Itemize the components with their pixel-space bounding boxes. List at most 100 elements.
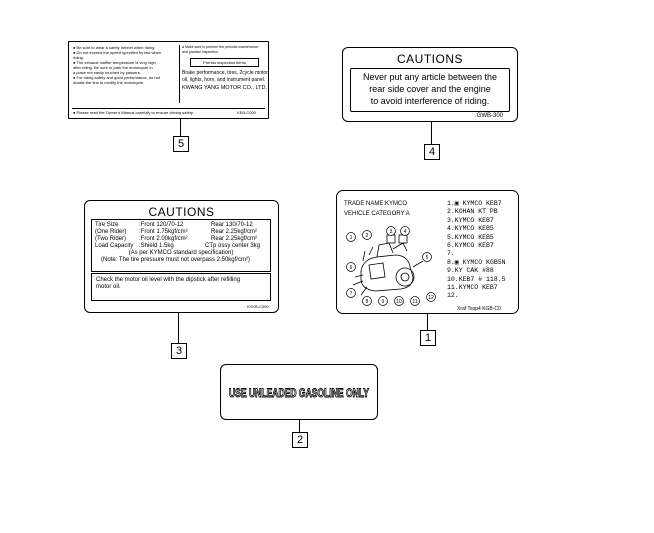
diagram-marker: 6 [346, 262, 356, 272]
component-item: 4.KYMCO KEB5 [447, 225, 494, 233]
leader-line-1 [427, 314, 428, 330]
svg-text:3: 3 [390, 229, 393, 235]
inspection-line: Brake performance, tires, 2cycle motor [182, 70, 268, 76]
warning-line: ● Be sure to wear a safety helmet when r… [73, 45, 156, 50]
component-item: 9.KY CAK #88 [447, 267, 494, 275]
diagram-marker: 3 [386, 226, 396, 236]
component-item: 3.KYMCO KEB7 [447, 216, 494, 224]
safety-warning-right-column: ● Make sure to perform the periodic main… [182, 45, 268, 93]
fuel-warning-text-graphic: USE UNLEADED GASOLINE ONLY [229, 388, 370, 401]
diagram-number-markers: 1 2 3 4 5 6 7 [346, 226, 436, 306]
component-list: 1.▣ KYMCO KEB7 2.KOHAN KT PB 3.KYMCO KEB… [447, 200, 517, 301]
safety-warning-label: ● Be sure to wear a safety helmet when r… [68, 41, 269, 119]
spec-rear: Rear 2.25kgf/cm² [211, 236, 258, 242]
spec-front: :Front 1.75kgf/cm² [139, 229, 188, 235]
spec-note: (As per KYMCO standard specification) [128, 250, 234, 256]
spec-rear: Rear 130/70-12 [211, 222, 253, 228]
inspection-line: oil, lights, horn, and instrument panel. [182, 77, 266, 83]
component-item: 11.KYMCO KEB7 [447, 284, 498, 292]
spec-key: Load Capacity [95, 243, 134, 249]
svg-text:11: 11 [412, 299, 417, 305]
warning-line: after riding. Be sure to park the motorc… [73, 65, 153, 70]
part-code: Xraf Tsop4 KGB-C0 [457, 306, 501, 312]
diagram-marker: 7 [346, 288, 356, 298]
diagram-marker: 8 [362, 296, 372, 306]
svg-text:8: 8 [366, 299, 369, 305]
caution-text-box: Never put any article between the rear s… [350, 68, 510, 112]
spec-row: Tire Size :Front 120/70-12 Rear 130/70-1… [95, 222, 267, 229]
callout-4[interactable]: 4 [424, 144, 440, 160]
diagram-marker: 10 [394, 296, 404, 306]
spec-rear: Rear 2.25kgf/cm² [211, 229, 258, 235]
maintenance-line: ● Make sure to perform the periodic main… [182, 45, 259, 49]
column-divider [179, 45, 180, 103]
spec-note: (Note: The tire pressure must not overpa… [101, 257, 250, 263]
spec-key: (Two Rider) [95, 236, 127, 242]
component-item: 2.KOHAN KT PB [447, 208, 498, 216]
component-item: 12. [447, 292, 459, 300]
spec-key: (One Rider) [95, 229, 127, 235]
engine-diagram: 1 2 3 4 5 6 7 [346, 226, 436, 306]
inspection-items-box: Prerido inspection items [190, 58, 259, 67]
component-item: 5.KYMCO KEB5 [447, 233, 494, 241]
svg-text:2: 2 [366, 233, 369, 239]
caution-title: CAUTIONS [148, 205, 215, 219]
component-item: 1.▣ KYMCO KEB7 [447, 200, 502, 207]
oil-check-line: motor oil. [96, 284, 121, 290]
safety-warning-footer: ● Please read the Owner's Manual careful… [73, 110, 194, 115]
spec-key: Tire Size [95, 222, 119, 228]
spec-front: :Shield 1.5kg [139, 243, 174, 249]
tire-spec-box: Tire Size :Front 120/70-12 Rear 130/70-1… [91, 219, 271, 272]
warning-line: riding. [73, 55, 84, 60]
leader-line-3 [178, 313, 179, 343]
leader-line-4 [431, 122, 432, 144]
callout-3[interactable]: 3 [171, 343, 187, 359]
leader-line-5 [180, 119, 181, 136]
callout-5[interactable]: 5 [173, 136, 189, 152]
tire-pressure-caution-label: CAUTIONS Tire Size :Front 120/70-12 Rear… [84, 200, 279, 313]
part-code: KYKB-C000 [247, 304, 269, 309]
diagram-marker: 4 [400, 226, 410, 236]
warning-line: ● Do not exceed the speed specified by l… [73, 50, 162, 55]
svg-text:1: 1 [350, 235, 353, 241]
svg-text:5: 5 [426, 255, 429, 261]
fuel-warning-label: USE UNLEADED GASOLINE ONLY [220, 364, 378, 420]
callout-2[interactable]: 2 [292, 432, 308, 448]
warning-line: a place not easily touched by passers. [73, 70, 141, 75]
svg-text:10: 10 [396, 299, 402, 305]
svg-text:6: 6 [350, 265, 353, 271]
warning-line: ● The exhaust muffler temperature is ver… [73, 60, 156, 65]
company-name: KWANG YANG MOTOR CO., LTD. [182, 85, 267, 91]
side-cover-caution-label: CAUTIONS Never put any article between t… [342, 47, 518, 122]
diagram-marker: 1 [346, 232, 356, 242]
trade-name: TRADE NAME:KYMCO [344, 201, 408, 207]
caution-line: rear side cover and the engine [369, 84, 491, 94]
svg-text:9: 9 [382, 299, 385, 305]
engine-outline [352, 234, 424, 296]
diagram-marker: 11 [410, 296, 420, 306]
diagram-marker: 5 [422, 252, 432, 262]
spec-rear: CTp ossy center 3kg [205, 243, 261, 249]
leader-line-2 [299, 420, 300, 432]
svg-text:4: 4 [404, 229, 407, 235]
component-item: 6.KYMCO KEB7 [447, 242, 494, 250]
caution-line: to avoid interference of riding. [370, 96, 490, 106]
warning-line: dictate the line to modify the motorcycl… [73, 80, 145, 85]
diagram-marker: 9 [378, 296, 388, 306]
component-item: 10.KEB7 # 118.5 [447, 275, 506, 283]
footer-divider [72, 108, 265, 109]
diagram-marker: 12 [426, 292, 436, 302]
diagram-marker: 2 [362, 230, 372, 240]
spec-row: (One Rider) :Front 1.75kgf/cm² Rear 2.25… [95, 229, 267, 236]
oil-check-line: Check the motor oil level with the dipst… [96, 277, 241, 283]
callout-1[interactable]: 1 [420, 330, 436, 346]
safety-warning-left-column: ● Be sure to wear a safety helmet when r… [73, 45, 177, 85]
component-item: 7. [447, 250, 455, 258]
caution-line: Never put any article between the [362, 72, 498, 82]
maintenance-line: and practice inspection. [182, 50, 219, 54]
caution-title: CAUTIONS [396, 52, 463, 66]
spec-row: (Two Rider) :Front 2.00kgf/cm² Rear 2.25… [95, 236, 267, 243]
spec-front: :Front 2.00kgf/cm² [139, 236, 188, 242]
spec-front: :Front 120/70-12 [139, 222, 184, 228]
part-code: .GWB-300 [475, 113, 504, 119]
